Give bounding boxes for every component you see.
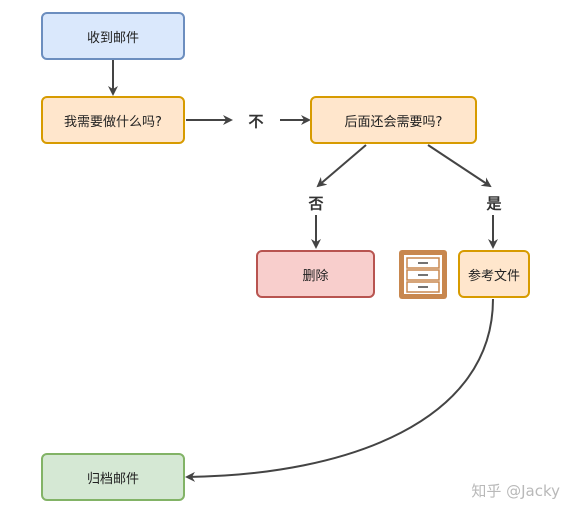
file-cabinet-icon <box>399 250 447 299</box>
node-need-to-do: 我需要做什么吗? <box>41 96 185 144</box>
edge-later-to-no-label <box>316 144 367 188</box>
edge-label-yes: 是 <box>484 192 504 214</box>
edge-later-to-yes-label <box>427 144 492 188</box>
edge-label-no-action: 不 <box>246 110 266 132</box>
edge-reference-to-archive <box>185 298 494 482</box>
node-archive-email: 归档邮件 <box>41 453 185 501</box>
node-reference-file: 参考文件 <box>458 250 530 298</box>
node-delete: 删除 <box>256 250 375 298</box>
watermark: 知乎 @Jacky <box>471 482 560 500</box>
node-receive-email: 收到邮件 <box>41 12 185 60</box>
edge-label-no: 否 <box>306 192 326 214</box>
node-need-later: 后面还会需要吗? <box>310 96 477 144</box>
